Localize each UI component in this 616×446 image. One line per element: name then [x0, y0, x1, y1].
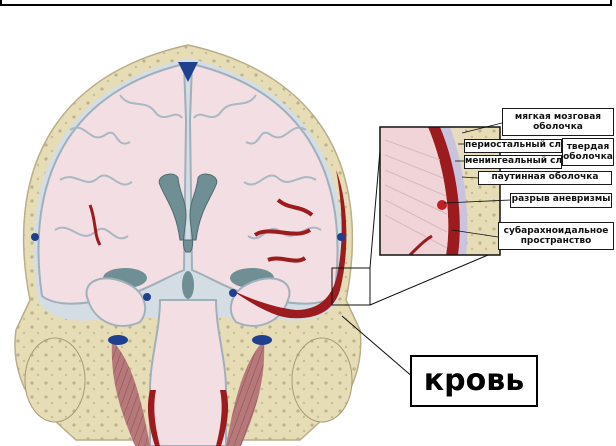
vessel-blue-1	[143, 293, 151, 301]
label-meningeal-layer: менингеальный сл	[464, 155, 562, 169]
sinus-blue-right	[337, 233, 345, 241]
zoom-inset-frame	[379, 126, 501, 256]
zoom-line-bottom	[369, 254, 489, 306]
blood-callout: кровь	[410, 355, 538, 407]
sinus-blue-left	[31, 233, 39, 241]
left-carotid	[147, 390, 160, 446]
right-petrous-vessel	[252, 335, 272, 345]
right-carotid	[216, 390, 229, 446]
blood-pointer-line	[341, 315, 415, 379]
third-ventricle	[182, 271, 194, 299]
ventricles	[158, 173, 218, 253]
blood-in-sulci	[253, 198, 314, 263]
left-temporal-lobe	[85, 277, 147, 327]
label-subarachnoid-space: субарахноидальное пространство	[498, 222, 614, 250]
label-periosteal-layer: периостальный сл	[464, 139, 562, 153]
top-frame	[0, 0, 612, 6]
right-temporal-bone	[291, 337, 353, 423]
label-pia-mater: мягкая мозговая оболочка	[502, 108, 614, 136]
vessel-blue-2	[229, 289, 237, 297]
label-aneurysm-rupture: разрыв аневризмы	[510, 193, 612, 208]
label-dura-mater: твердая оболочка	[562, 138, 614, 166]
left-petrous-vessel	[108, 335, 128, 345]
zoom-inset	[380, 127, 500, 255]
brainstem	[149, 299, 227, 446]
left-temporal-bone	[24, 337, 86, 423]
zoom-marker	[331, 267, 371, 306]
left-neck-muscle	[111, 340, 150, 446]
superior-sagittal-sinus	[178, 62, 198, 82]
label-arachnoid: паутинная оболочка	[478, 171, 612, 185]
blood-left-sulcus	[88, 204, 102, 246]
leader-lines	[443, 122, 511, 238]
right-neck-muscle	[226, 340, 265, 446]
